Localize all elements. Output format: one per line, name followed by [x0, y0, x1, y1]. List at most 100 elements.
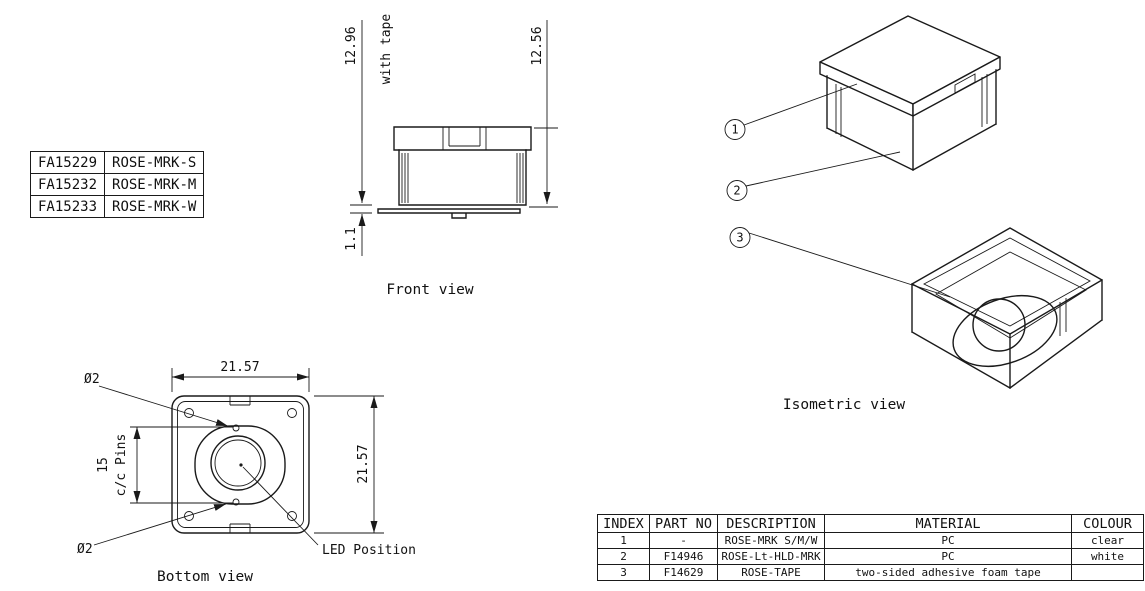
bottom-dim-pin-pitch-note: c/c Pins [114, 434, 129, 497]
front-dim-height-with-tape: 12.96 [344, 26, 359, 65]
bom-colour-cell: clear [1071, 532, 1144, 549]
bom-index-cell: 3 [597, 564, 650, 581]
bom-header-part-no: PART NO [649, 514, 718, 533]
bottom-dim-width: 21.57 [220, 360, 259, 375]
light-holder-outline [194, 425, 286, 505]
pin-bottom [232, 498, 240, 506]
bom-part-no-cell: F14629 [649, 564, 718, 581]
iso-lens-dome [972, 298, 1026, 352]
isometric-closed-box [819, 15, 1001, 171]
bom-header-index: INDEX [597, 514, 650, 533]
table-row: FA15232 ROSE-MRK-M [29, 173, 205, 196]
isometric-view-caption: Isometric view [783, 397, 905, 413]
corner-hole-bottom-right [287, 511, 297, 521]
wall-clip-slots [229, 396, 251, 533]
leader-hole-bottom [93, 503, 227, 546]
bom-colour-cell: white [1071, 548, 1144, 565]
bom-part-no-cell: F14946 [649, 548, 718, 565]
callout-2-leader [745, 151, 901, 187]
lens-circle-outer [210, 435, 266, 491]
bottom-dim-hole-top: Ø2 [84, 372, 100, 387]
leader-hole-top [98, 385, 229, 427]
bom-row: 2 F14946 ROSE-Lt-HLD-MRK PC white [597, 548, 1144, 565]
bottom-dim-hole-bottom: Ø2 [77, 542, 93, 557]
part-name-cell: ROSE-MRK-S [104, 151, 205, 174]
lens-circle-inner [214, 439, 262, 487]
bom-header-material: MATERIAL [824, 514, 1072, 533]
led-position-label: LED Position [322, 543, 416, 558]
callout-3-leader [748, 232, 951, 298]
bottom-inner-outline [177, 401, 304, 528]
isometric-callouts: 1 2 3 [724, 83, 951, 298]
bom-index-cell: 2 [597, 548, 650, 565]
isometric-open-box [911, 227, 1103, 389]
callout-3-balloon [729, 227, 751, 248]
bottom-view-drawing [171, 395, 310, 534]
iso-lid-top-face [819, 15, 1001, 105]
bom-header-colour: COLOUR [1071, 514, 1144, 533]
front-extension-lines [350, 127, 558, 214]
bom-table: INDEX PART NO DESCRIPTION MATERIAL COLOU… [597, 514, 1144, 581]
bom-colour-cell [1071, 564, 1144, 581]
front-view-dimensions: 12.96 with tape 12.56 1.1 [344, 14, 558, 256]
bom-material-cell: PC [824, 532, 1072, 549]
bottom-outer-outline [171, 395, 310, 534]
iso-body-clip-detail [835, 74, 988, 137]
leader-led-position [242, 466, 319, 546]
corner-hole-top-right [287, 408, 297, 418]
callout-1-leader [743, 83, 858, 126]
pin-top [232, 424, 240, 432]
table-row: FA15229 ROSE-MRK-S [29, 151, 205, 174]
iso-lid-right-face [912, 56, 1001, 117]
iso-open-rim-inner [923, 237, 1091, 327]
front-view-caption: Front view [386, 282, 474, 298]
front-dim-with-tape-note: with tape [379, 14, 394, 85]
bottom-dim-height: 21.57 [356, 444, 371, 483]
iso-body-outline [826, 69, 997, 171]
corner-hole-bottom-left [184, 511, 194, 521]
front-housing-lid [393, 126, 532, 151]
iso-open-walls [911, 279, 1103, 389]
part-no-cell: FA15229 [29, 151, 106, 174]
callout-2-number: 2 [733, 184, 740, 198]
front-view-drawing [377, 126, 532, 219]
bom-header-row: INDEX PART NO DESCRIPTION MATERIAL COLOU… [597, 514, 1144, 533]
bottom-view-dimensions: 21.57 21.57 15 c/c Pins Ø2 Ø2 LED Positi… [77, 360, 416, 558]
bom-description-cell: ROSE-TAPE [717, 564, 825, 581]
bom-material-cell: PC [824, 548, 1072, 565]
part-no-cell: FA15233 [29, 195, 106, 218]
bom-material-cell: two-sided adhesive foam tape [824, 564, 1072, 581]
bom-part-no-cell: - [649, 532, 718, 549]
table-row: FA15233 ROSE-MRK-W [29, 195, 205, 218]
iso-lid-latch-tab [954, 73, 976, 94]
bom-description-cell: ROSE-MRK S/M/W [717, 532, 825, 549]
iso-open-clip-detail [1059, 298, 1067, 336]
callout-3-number: 3 [736, 231, 743, 245]
part-name-cell: ROSE-MRK-M [104, 173, 205, 196]
front-tape-layer [377, 208, 521, 219]
front-clip-detail [401, 153, 524, 203]
iso-open-rim-outer [911, 227, 1103, 335]
front-lid-notch [442, 127, 487, 150]
corner-hole-top-left [184, 408, 194, 418]
callout-2-balloon [726, 180, 748, 201]
iso-holder-stadium [952, 295, 1058, 367]
led-center-dot [239, 463, 243, 467]
bom-description-cell: ROSE-Lt-HLD-MRK [717, 548, 825, 565]
front-dim-tape-thickness: 1.1 [344, 227, 359, 250]
bom-index-cell: 1 [597, 532, 650, 549]
bom-row: 1 - ROSE-MRK S/M/W PC clear [597, 532, 1144, 549]
bom-header-description: DESCRIPTION [717, 514, 825, 533]
callout-1-number: 1 [731, 123, 738, 137]
front-dim-height: 12.56 [530, 26, 545, 65]
front-housing-body [398, 149, 527, 206]
bottom-view-caption: Bottom view [157, 569, 253, 585]
bom-row: 3 F14629 ROSE-TAPE two-sided adhesive fo… [597, 564, 1144, 581]
part-number-table: FA15229 ROSE-MRK-S FA15232 ROSE-MRK-M FA… [29, 151, 205, 218]
callout-1-balloon [724, 119, 746, 140]
part-no-cell: FA15232 [29, 173, 106, 196]
part-name-cell: ROSE-MRK-W [104, 195, 205, 218]
bottom-dim-pin-pitch: 15 [96, 457, 111, 473]
